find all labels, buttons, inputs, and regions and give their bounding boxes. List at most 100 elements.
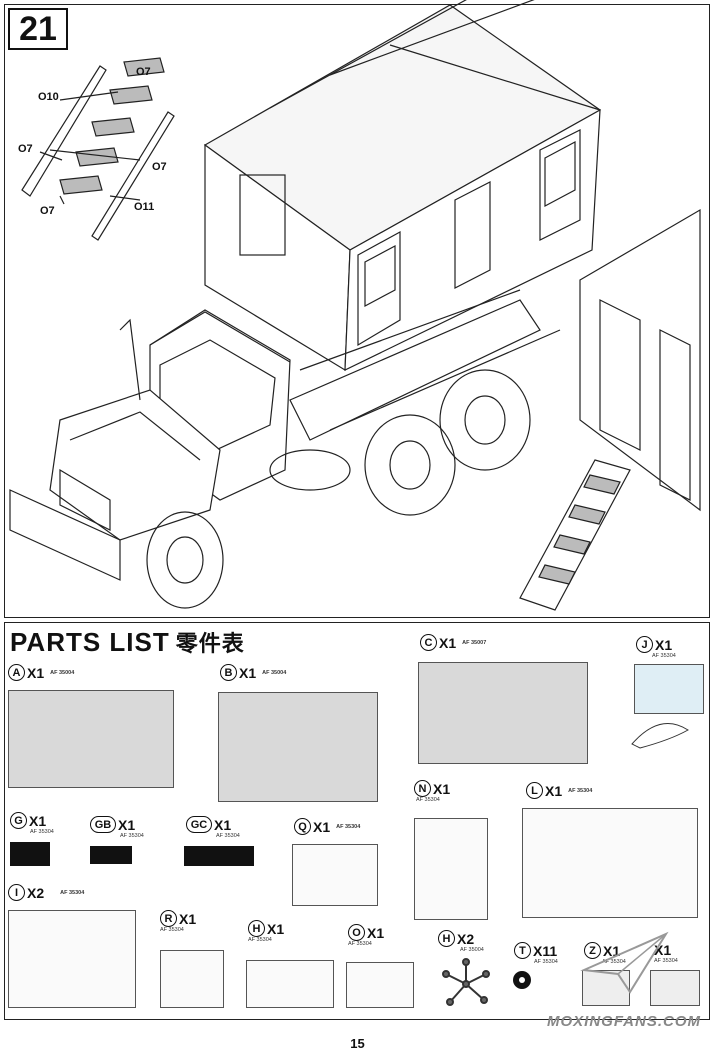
part-code: AF 35007 <box>462 639 487 646</box>
part-letter: J <box>636 636 653 653</box>
part-qty: X1 <box>603 942 621 959</box>
sprue-a-image <box>8 690 174 788</box>
parts-list-title-en: PARTS LIST <box>10 627 170 657</box>
sprue-b-image <box>218 692 378 802</box>
part-code: AF 35304 <box>248 937 272 943</box>
part-qty: X1 <box>214 816 232 833</box>
part-code: AF 35304 <box>30 829 54 835</box>
part-letter: T <box>514 942 531 959</box>
part-letter: R <box>160 910 177 927</box>
sprue-z-image <box>582 970 630 1006</box>
callout-o7-left: O7 <box>18 143 33 155</box>
callout-o7-top: O7 <box>136 66 151 78</box>
part-letter: Q <box>294 818 311 835</box>
part-code: AF 35304 <box>416 797 440 803</box>
part-letter: I <box>8 884 25 901</box>
part-t-drawing <box>513 971 531 989</box>
part-qty: X1 <box>118 816 136 833</box>
part-letter: O <box>348 924 365 941</box>
part-qty: X2 <box>457 930 475 947</box>
part-qty: X1 <box>433 780 451 797</box>
part-letter: Z <box>584 942 601 959</box>
ladder-detail-drawing <box>21 57 175 241</box>
part-qty: X1 <box>545 782 563 799</box>
step-number-box: 21 <box>8 8 68 50</box>
sprue-n-image <box>414 818 488 920</box>
part-qty: X1 <box>655 636 673 653</box>
part-qty: X1 <box>313 818 331 835</box>
sprue-i-image <box>8 910 136 1008</box>
shelter-rear-detail-drawing <box>519 208 701 611</box>
watermark-text: MOXINGFANS.COM <box>546 1013 701 1030</box>
step-number: 21 <box>19 9 57 48</box>
part-code: AF 35304 <box>120 833 144 839</box>
part-code: AF 35304 <box>568 787 593 794</box>
parts-list-title-cn: 零件表 <box>175 632 245 657</box>
assembly-illustration <box>9 0 701 611</box>
callout-o10: O10 <box>38 91 59 103</box>
sprue-c-image <box>418 662 588 764</box>
part-letter: G <box>10 812 27 829</box>
part-code: AF 35304 <box>336 823 361 830</box>
part-code: AF 35004 <box>50 669 75 676</box>
sprue-gc-image <box>184 846 254 866</box>
part-letter: GB <box>90 816 116 833</box>
part-code: AF 35304 <box>602 959 626 965</box>
part-qty: X1 <box>267 920 285 937</box>
decal-film-drawing <box>631 723 689 749</box>
part-letter: H <box>248 920 265 937</box>
part-qty: X1 <box>439 634 457 651</box>
decal-sheet-j-image <box>634 664 704 714</box>
part-code: AF 35004 <box>460 947 484 953</box>
part-code: AF 35304 <box>348 941 372 947</box>
part-qty: X1 <box>367 924 385 941</box>
part-code: AF 35304 <box>654 958 678 964</box>
part-letter: H <box>438 930 455 947</box>
part-qty: X1 <box>239 664 257 681</box>
sprue-l-image <box>522 808 698 918</box>
parts-list-panel <box>4 622 710 1020</box>
part-code: AF 35304 <box>216 833 240 839</box>
sprue-g-image <box>10 842 50 866</box>
part-letter: C <box>420 634 437 651</box>
truck-wheels-drawing <box>146 369 531 609</box>
part-code: AF 35004 <box>262 669 287 676</box>
part-qty: X1 <box>179 910 197 927</box>
shelter-box-drawing <box>203 0 602 372</box>
sprue-o-image <box>346 962 414 1008</box>
part-code: AF 35304 <box>652 653 676 659</box>
sprue-r-image <box>160 950 224 1008</box>
part-letter: L <box>526 782 543 799</box>
truck-chassis-drawing <box>289 289 561 441</box>
part-letter: N <box>414 780 431 797</box>
sprue-last-image <box>650 970 700 1006</box>
part-qty: X2 <box>27 884 45 901</box>
paper-plane-logo-icon <box>580 931 669 994</box>
part-code: AF 35304 <box>60 889 85 896</box>
part-letter: GC <box>186 816 212 833</box>
callout-o11: O11 <box>134 201 155 213</box>
part-code: AF 35304 <box>160 927 184 933</box>
part-code: AF 35304 <box>534 959 558 965</box>
instruction-step-panel <box>4 4 710 618</box>
callout-o7-bottom: O7 <box>40 205 55 217</box>
sprue-h-image <box>246 960 334 1008</box>
part-qty: X11 <box>533 942 558 959</box>
part-qty: X1 <box>27 664 45 681</box>
